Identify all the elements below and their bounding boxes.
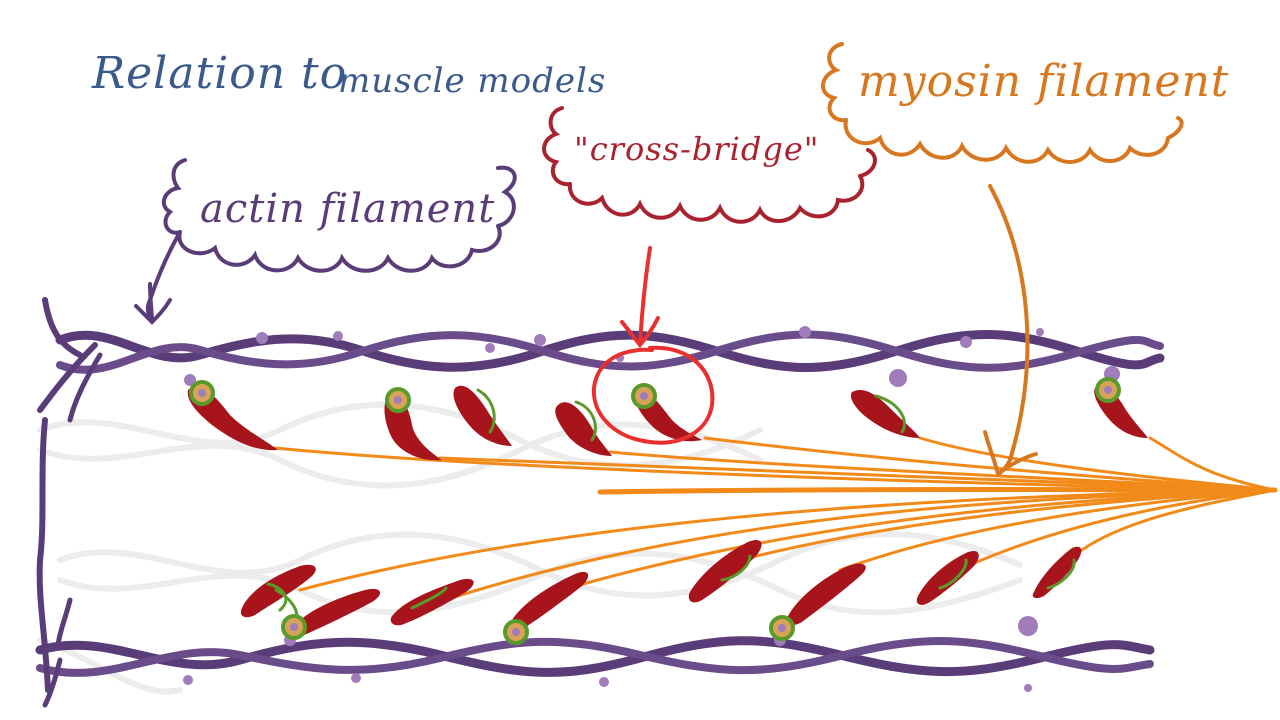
actin-label: actin filament xyxy=(200,186,495,232)
myosin-heads-top xyxy=(187,385,1148,461)
crossbridge-highlight-circle xyxy=(591,345,715,445)
binding-arcs xyxy=(266,388,1076,624)
myosin-label: myosin filament xyxy=(858,56,1230,107)
myosin-head xyxy=(688,539,762,603)
binding-site xyxy=(503,619,529,645)
myosin-filament xyxy=(273,436,1278,607)
myosin-head xyxy=(510,571,589,631)
title-sub: muscle models xyxy=(338,61,606,101)
myosin-head xyxy=(555,402,612,456)
bottom-actin-beads xyxy=(183,616,1038,692)
myosin-head xyxy=(453,385,512,446)
myosin-head xyxy=(290,588,381,638)
cloud-callout-icon xyxy=(145,158,517,322)
cloud-callout-icon xyxy=(542,106,877,224)
arrow-icon xyxy=(134,282,172,325)
title-main: Relation to xyxy=(91,48,347,99)
myosin-head xyxy=(1032,546,1082,599)
page-title: Relation to muscle models xyxy=(91,48,606,101)
binding-site xyxy=(1095,377,1121,403)
arrow-icon xyxy=(983,184,1038,478)
binding-site xyxy=(385,387,411,413)
binding-sites xyxy=(189,377,1121,645)
myosin-head xyxy=(390,578,474,626)
bottom-actin-filament xyxy=(35,417,1155,708)
binding-site xyxy=(281,614,307,640)
crossbridge-callout: "cross-bridge" xyxy=(542,106,877,349)
myosin-head xyxy=(850,390,920,438)
crossbridge-label: "cross-bridge" xyxy=(574,130,820,168)
myosin-head xyxy=(786,563,866,625)
binding-site xyxy=(631,383,657,409)
cloud-callout-icon xyxy=(821,42,1184,164)
binding-site xyxy=(769,615,795,641)
binding-site xyxy=(189,380,215,406)
myosin-head xyxy=(916,550,979,605)
arrow-icon xyxy=(620,246,660,349)
actin-callout: actin filament xyxy=(134,158,517,325)
myosin-callout: myosin filament xyxy=(821,42,1230,478)
